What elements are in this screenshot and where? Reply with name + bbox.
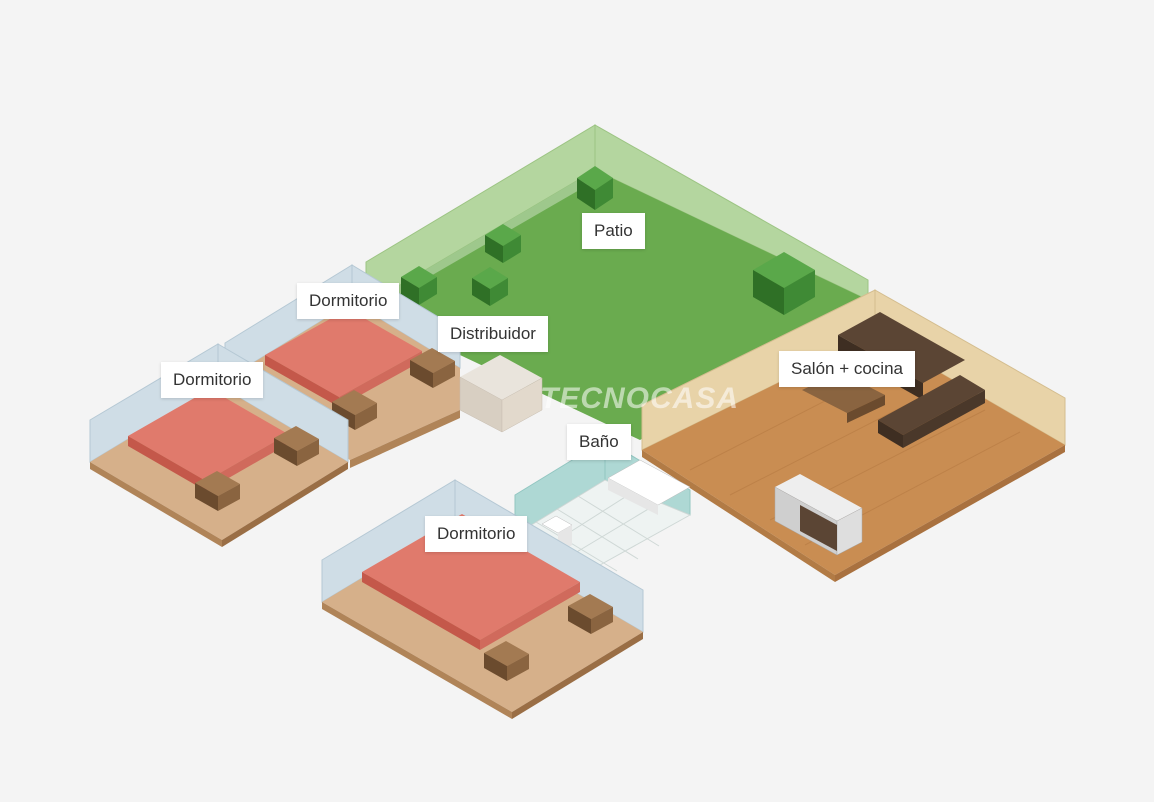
label-salon-cocina: Salón + cocina	[779, 351, 915, 387]
nightstand	[568, 594, 613, 634]
label-bano: Baño	[567, 424, 631, 460]
bed	[128, 389, 288, 481]
nightstand	[332, 390, 377, 430]
floor-edge	[350, 410, 460, 468]
bed-side	[480, 582, 580, 650]
nightstand	[410, 348, 455, 388]
nightstand	[274, 426, 319, 466]
floor-edge	[222, 462, 348, 547]
bush	[485, 224, 521, 263]
sideboard	[774, 474, 863, 556]
label-distribuidor: Distribuidor	[438, 316, 548, 352]
floor-edge	[90, 462, 222, 547]
label-dormitorio-left: Dormitorio	[161, 362, 264, 398]
salon-area	[641, 289, 1066, 582]
distribuidor-area	[459, 355, 543, 433]
nightstand	[484, 641, 529, 681]
bed-side	[362, 572, 480, 650]
patio-bushes	[401, 166, 815, 315]
bush	[401, 266, 437, 305]
tile-grid	[535, 491, 661, 572]
salon-floor-edge	[835, 445, 1065, 582]
label-dormitorio-top: Dormitorio	[297, 283, 400, 319]
label-patio: Patio	[582, 213, 645, 249]
salon-floor-edge-left	[642, 450, 835, 582]
floor-edge	[512, 632, 643, 719]
label-dormitorio-bottom: Dormitorio	[425, 516, 528, 552]
bush	[753, 252, 815, 315]
bed	[265, 309, 422, 397]
bathtub	[607, 459, 691, 515]
bed-side	[128, 436, 206, 491]
bush	[472, 267, 508, 306]
tecnocasa-watermark: TECNOCASA	[540, 382, 740, 415]
nightstand	[195, 471, 240, 511]
floor-edge	[322, 602, 512, 719]
bush	[577, 166, 613, 210]
dormitorio-bottom-area	[321, 479, 644, 719]
bed-side	[265, 355, 339, 407]
bed-side	[339, 351, 422, 407]
bed	[362, 514, 580, 640]
